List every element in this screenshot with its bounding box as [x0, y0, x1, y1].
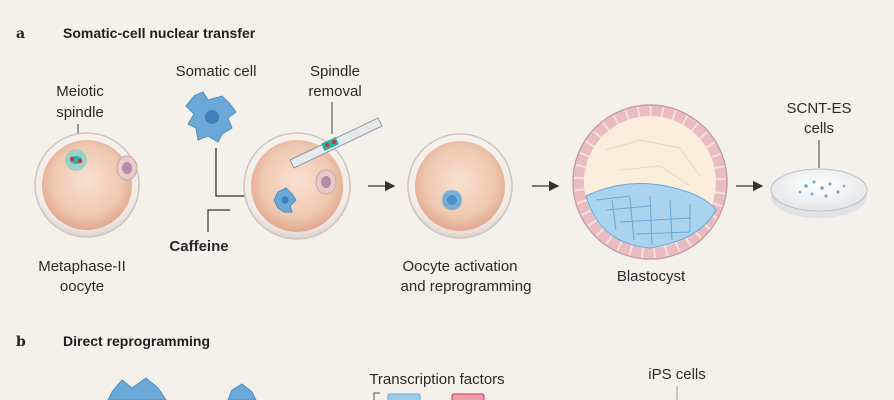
meiotic-spindle-label-1: Meiotic	[56, 83, 104, 100]
petri-dish	[770, 168, 868, 218]
somatic-cell	[185, 91, 237, 143]
meiotic-spindle-label-2: spindle	[56, 104, 104, 121]
blastocyst	[572, 104, 728, 260]
transcription-factors-label: Transcription factors	[369, 371, 504, 388]
tf-factor-blue	[387, 393, 421, 400]
panel-b-title: Direct reprogramming	[63, 333, 210, 349]
metaphase-label-2: oocyte	[60, 278, 104, 295]
fibroblast-cell-2	[227, 383, 257, 400]
caffeine-pointer	[207, 209, 230, 232]
tf-factor-red	[451, 393, 485, 400]
tf-bracket	[373, 392, 380, 400]
spindle-removal-label-2: removal	[308, 83, 361, 100]
spindle-removal-label-1: Spindle	[310, 63, 360, 80]
activation-label-1: Oocyte activation	[402, 258, 517, 275]
panel-a-letter: a	[16, 26, 25, 42]
micropipette	[289, 117, 383, 169]
fibroblast-cell-1	[107, 377, 167, 400]
metaphase-label-1: Metaphase-II	[38, 258, 126, 275]
scnt-label-2: cells	[804, 120, 834, 137]
ips-cells-label: iPS cells	[648, 366, 706, 383]
panel-b-letter: b	[16, 334, 26, 350]
panel-a-title: Somatic-cell nuclear transfer	[63, 25, 256, 41]
activation-label-2: and reprogramming	[401, 278, 532, 295]
recipient-oocyte	[243, 132, 351, 240]
blastocyst-label: Blastocyst	[617, 268, 686, 285]
caffeine-label: Caffeine	[169, 238, 228, 255]
somatic-cell-label: Somatic cell	[176, 63, 257, 80]
activated-oocyte	[407, 133, 513, 239]
scnt-label-1: SCNT-ES	[786, 100, 851, 117]
metaphase-oocyte	[34, 132, 140, 238]
